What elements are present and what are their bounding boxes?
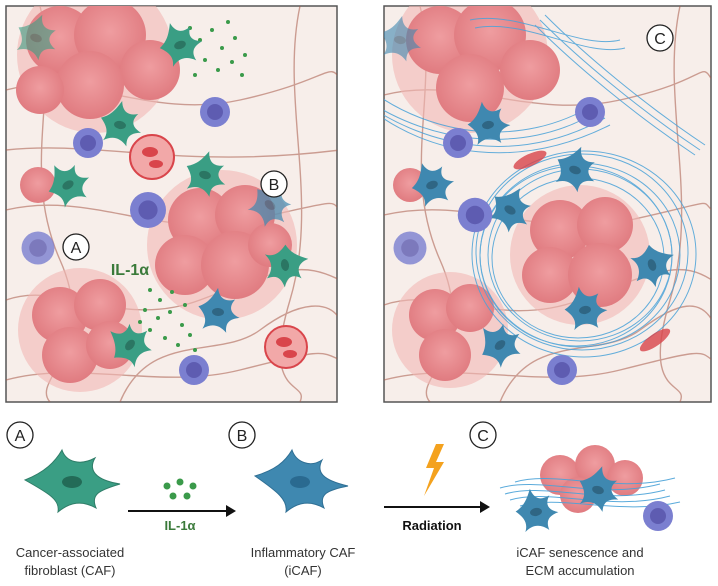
tumor-cell-small (20, 167, 56, 203)
rbc-right (513, 150, 671, 352)
tumor-cell-small-right (393, 168, 427, 202)
arrow-il1a: IL-1α (128, 478, 236, 533)
il1a-dots-legend (163, 478, 197, 500)
right-panel-content (384, 6, 711, 402)
marker-b-text: B (269, 177, 280, 194)
legend-a-caption-1: Cancer-associated (16, 545, 124, 560)
marker-c-right: C (646, 24, 674, 52)
lightning-icon (424, 444, 444, 496)
legend-c-caption-1: iCAF senescence and (516, 545, 643, 560)
icaf-illustration (253, 448, 349, 514)
tumor-cluster-top-left-right (392, 6, 560, 133)
senescence-illustration (499, 445, 681, 536)
legend-a-marker: A (15, 428, 26, 445)
left-panel-content (6, 6, 337, 402)
arrow-radiation: Radiation (384, 444, 490, 533)
legend-a: A Cancer-associated fibroblast (CAF) (6, 421, 124, 578)
tumor-cluster-bottom-left-right (392, 272, 508, 388)
legend-b-caption-2: (iCAF) (284, 563, 322, 578)
il1a-label-panel: IL-1α (111, 262, 149, 279)
tumor-cluster-center-right (510, 185, 650, 325)
arrow1-label: IL-1α (164, 518, 195, 533)
right-panel: C (383, 5, 712, 403)
legend-c-marker: C (477, 428, 489, 445)
legend-b-marker: B (237, 428, 248, 445)
arrow2-label: Radiation (402, 518, 461, 533)
il1a-secretion-dots (138, 20, 247, 352)
tumor-cluster-bottom-left (18, 268, 142, 392)
marker-a-left: A (62, 233, 90, 261)
marker-b-left: B (260, 170, 288, 198)
tumor-cluster-top-left (16, 6, 180, 133)
marker-a-text: A (71, 240, 82, 257)
caf-illustration (23, 448, 121, 514)
legend-c: C iCAF senescence and ECM accumulation (469, 421, 681, 578)
legend-a-caption-2: fibroblast (CAF) (24, 563, 115, 578)
marker-c-text: C (654, 31, 666, 48)
legend-b-caption-1: Inflammatory CAF (251, 545, 356, 560)
legend-b: B Inflammatory CAF (iCAF) (228, 421, 356, 578)
left-panel: B A IL-1α (5, 5, 338, 403)
legend-c-caption-2: ECM accumulation (525, 563, 634, 578)
red-blood-cells (129, 134, 308, 369)
